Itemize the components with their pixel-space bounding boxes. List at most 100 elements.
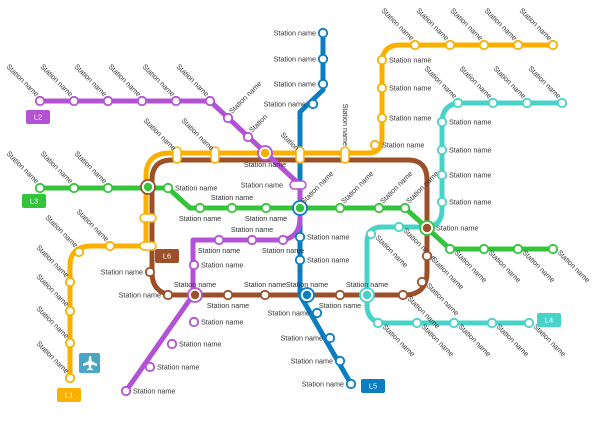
transfer-marker[interactable] (139, 241, 157, 251)
station-l4[interactable] (523, 317, 535, 329)
station-l3[interactable] (34, 182, 46, 194)
station-l1[interactable] (340, 146, 350, 164)
line-badge-l3[interactable]: L3 (22, 194, 46, 208)
interchange-station[interactable] (419, 220, 435, 236)
station-l2[interactable] (68, 95, 80, 107)
station-l1[interactable] (376, 112, 388, 124)
station-l1[interactable] (409, 39, 421, 51)
station-l1[interactable] (73, 246, 85, 258)
station-l3[interactable] (162, 182, 174, 194)
station-l5[interactable] (317, 27, 329, 39)
station-l4[interactable] (452, 97, 464, 109)
interchange-station[interactable] (359, 287, 375, 303)
station-l5[interactable] (324, 332, 336, 344)
line-badge-l4[interactable]: L4 (537, 313, 561, 327)
station-l5[interactable] (294, 254, 306, 266)
station-l1[interactable] (64, 305, 76, 317)
station-l5[interactable] (317, 53, 329, 65)
station-l2[interactable] (213, 234, 225, 246)
transfer-marker[interactable] (289, 180, 307, 190)
station-l3[interactable] (334, 202, 346, 214)
station-l4[interactable] (521, 97, 533, 109)
station-l2[interactable] (136, 95, 148, 107)
station-l3[interactable] (226, 202, 238, 214)
station-l1[interactable] (376, 54, 388, 66)
station-l5[interactable] (311, 307, 323, 319)
station-l4[interactable] (436, 169, 448, 181)
line-badge-l1[interactable]: L1 (57, 388, 81, 402)
station-l1[interactable] (172, 146, 182, 164)
station-l5[interactable] (307, 98, 319, 110)
station-l1[interactable] (369, 139, 381, 151)
line-badge-l6[interactable]: L6 (155, 249, 179, 263)
station-l1[interactable] (64, 276, 76, 288)
station-label: Station name (495, 322, 531, 358)
station-l1[interactable] (64, 372, 76, 384)
interchange-station[interactable] (299, 287, 315, 303)
station-l4[interactable] (393, 221, 405, 233)
station-l3[interactable] (68, 182, 80, 194)
station-l6[interactable] (162, 289, 174, 301)
station-l3[interactable] (478, 243, 490, 255)
station-l1[interactable] (295, 146, 305, 164)
station-l6[interactable] (416, 276, 428, 288)
station-l2[interactable] (166, 338, 178, 350)
station-l4[interactable] (486, 317, 498, 329)
interchange-station[interactable] (140, 179, 156, 195)
station-l6[interactable] (259, 289, 271, 301)
station-l2[interactable] (242, 131, 254, 143)
line-badge-l5[interactable]: L5 (361, 379, 385, 393)
station-l5[interactable] (317, 78, 329, 90)
station-l6[interactable] (334, 289, 346, 301)
station-l4[interactable] (372, 317, 384, 329)
station-l1[interactable] (64, 337, 76, 349)
station-l4[interactable] (556, 97, 568, 109)
station-l1[interactable] (512, 39, 524, 51)
station-l3[interactable] (260, 202, 272, 214)
station-l1[interactable] (478, 39, 490, 51)
station-l2[interactable] (170, 95, 182, 107)
station-l3[interactable] (373, 202, 385, 214)
station-l2[interactable] (102, 95, 114, 107)
station-l1[interactable] (547, 39, 559, 51)
station-l2[interactable] (222, 112, 234, 124)
station-l2[interactable] (144, 361, 156, 373)
station-l2[interactable] (277, 234, 289, 246)
station-l6[interactable] (222, 289, 234, 301)
station-l1[interactable] (444, 39, 456, 51)
station-l5[interactable] (294, 231, 306, 243)
station-l2[interactable] (204, 95, 216, 107)
station-l6[interactable] (421, 250, 433, 262)
station-l1[interactable] (210, 146, 220, 164)
station-l3[interactable] (444, 243, 456, 255)
interchange-station[interactable] (292, 200, 308, 216)
station-l3[interactable] (102, 182, 114, 194)
station-l6[interactable] (144, 266, 156, 278)
interchange-station[interactable] (187, 287, 203, 303)
station-l4[interactable] (436, 116, 448, 128)
station-l1[interactable] (376, 82, 388, 94)
station-l3[interactable] (547, 243, 559, 255)
interchange-station[interactable] (257, 145, 273, 161)
station-l4[interactable] (487, 97, 499, 109)
station-label: Station name (423, 64, 459, 100)
station-l5[interactable] (345, 378, 357, 390)
station-l5[interactable] (334, 355, 346, 367)
station-l6[interactable] (397, 289, 409, 301)
transfer-marker[interactable] (139, 213, 157, 223)
station-l3[interactable] (399, 202, 411, 214)
station-l2[interactable] (34, 95, 46, 107)
station-l4[interactable] (448, 317, 460, 329)
station-l4[interactable] (436, 144, 448, 156)
line-badge-l2[interactable]: L2 (26, 110, 50, 124)
station-l3[interactable] (512, 243, 524, 255)
station-l4[interactable] (411, 317, 423, 329)
station-l4[interactable] (436, 196, 448, 208)
station-l2[interactable] (188, 259, 200, 271)
station-l2[interactable] (246, 234, 258, 246)
station-l3[interactable] (194, 202, 206, 214)
station-l1[interactable] (104, 240, 116, 252)
station-l2[interactable] (120, 385, 132, 397)
station-l2[interactable] (188, 316, 200, 328)
station-l4[interactable] (365, 228, 377, 240)
